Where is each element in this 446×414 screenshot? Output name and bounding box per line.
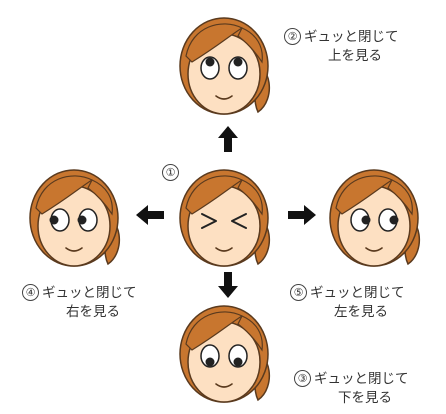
- instruction-line1: ギュッと閉じて: [314, 371, 409, 387]
- center-step-number: ①: [162, 164, 182, 183]
- arrow-left-icon: [136, 205, 164, 225]
- arrow-up-icon: [218, 126, 238, 152]
- step-number: ⑤: [290, 284, 307, 301]
- face-drawing: [179, 17, 271, 115]
- face-look-down: [179, 305, 271, 403]
- step-number: ③: [294, 370, 311, 387]
- instruction-line2: 右を見る: [66, 304, 120, 320]
- instruction-line2: 下を見る: [338, 390, 392, 406]
- face-look-right: [29, 169, 121, 267]
- arrow-down-icon: [218, 272, 238, 298]
- step-number: ②: [284, 28, 301, 45]
- instruction-line2: 左を見る: [334, 304, 388, 320]
- face-look-up: [179, 17, 271, 115]
- instruction-line2: 上を見る: [328, 48, 382, 64]
- instruction-line1: ギュッと閉じて: [42, 285, 137, 301]
- step-number: ④: [22, 284, 39, 301]
- face-drawing: [329, 169, 421, 267]
- step-number: ①: [162, 164, 179, 181]
- face-eyes-shut: [179, 169, 271, 267]
- face-drawing: [179, 169, 271, 267]
- face-drawing: [29, 169, 121, 267]
- face-look-left: [329, 169, 421, 267]
- instruction-line1: ギュッと閉じて: [310, 285, 405, 301]
- arrow-right-icon: [288, 205, 316, 225]
- instruction-line1: ギュッと閉じて: [304, 29, 399, 45]
- face-drawing: [179, 305, 271, 403]
